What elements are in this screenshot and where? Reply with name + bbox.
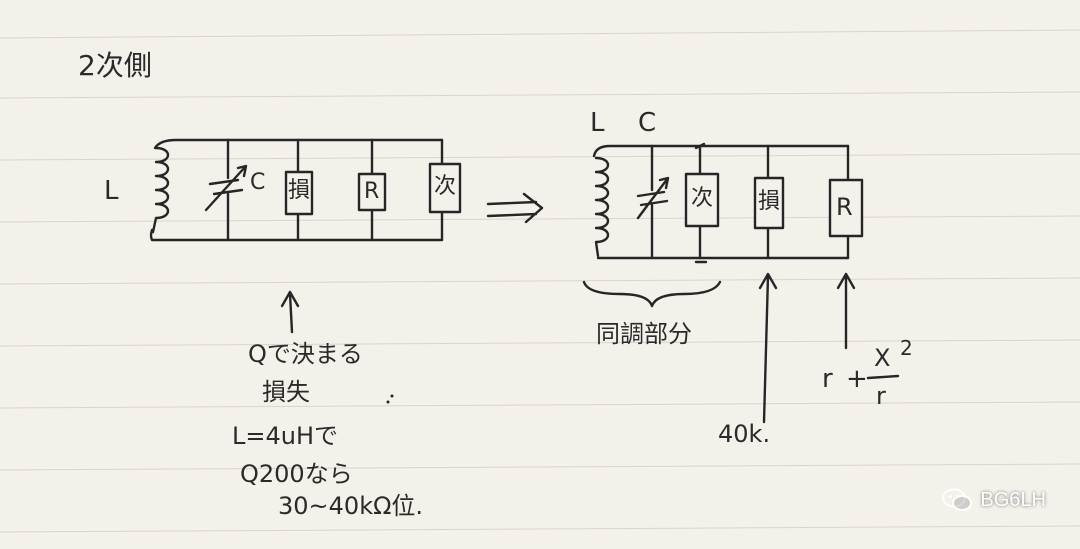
right-inductor [594,156,610,258]
formula-exponent: 2 [900,336,913,360]
note-line-3: L=4uHで [232,422,339,450]
right-block-R [828,178,864,238]
formula-denominator: r [876,382,886,410]
fraction-bar [866,374,900,380]
right-block-R-text: R [836,193,853,221]
right-label-L: L [590,108,605,138]
note-40k: 40k. [718,420,771,448]
left-block-R [357,172,387,212]
right-block-loss-text: 損 [758,189,781,214]
watermark-text: BG6LH [980,488,1046,511]
formula-numerator: X [874,344,891,372]
right-circuit-wires [592,144,850,260]
arrow-to-R [836,272,856,350]
left-block-loss-text: 損 [288,178,311,203]
right-wire-coupling [694,142,708,264]
right-block-coupling-text: 次 [691,186,714,211]
equivalence-arrow [486,192,544,224]
right-circuit [582,142,864,424]
note-line-1: Qで決まる [248,340,363,368]
left-block-loss [284,170,314,216]
tuning-part-label: 同調部分 [596,320,692,348]
watermark: BG6LH [942,488,1046,512]
arrow-to-loss [758,272,778,424]
left-label-L: L [104,176,119,206]
ellipsis-dots [386,400,390,404]
right-label-C: C [638,108,657,138]
note-line-4: Q200なら [240,460,353,488]
left-block-R-text: R [364,179,380,204]
page-title: 2次側 [78,49,152,82]
left-inductor [151,146,170,234]
note-line-2: 損失 [262,378,310,406]
right-capacitor [636,144,670,260]
left-label-C: C [250,170,266,195]
wechat-icon [942,488,973,511]
left-circuit [149,138,462,242]
left-block-coupling-text: 次 [434,174,457,199]
tuning-brace [582,280,722,308]
formula-r: r [822,364,833,394]
right-block-loss [753,176,785,230]
left-block-coupling [428,162,462,214]
right-block-coupling [684,172,720,228]
note-line-5: 30~40kΩ位. [278,492,424,520]
formula-plus: + [846,364,868,394]
arrow-to-left-loss [280,290,300,334]
left-capacitor [204,138,248,242]
